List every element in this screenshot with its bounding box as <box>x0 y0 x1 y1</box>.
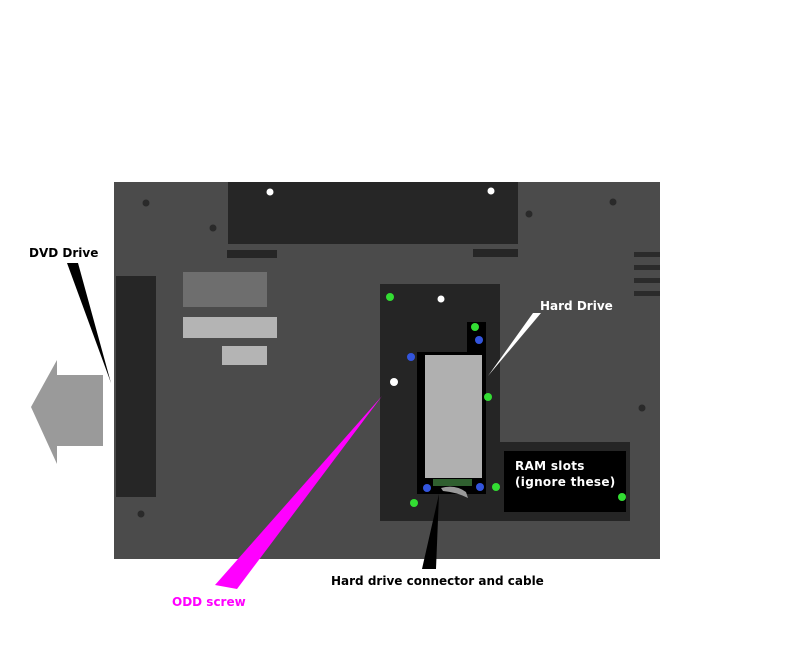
ram-slots-label: RAM slots (ignore these) <box>515 459 616 489</box>
dvd-drive-label: DVD Drive <box>29 246 99 260</box>
top-dark-panel <box>228 182 518 244</box>
hard-drive-label: Hard Drive <box>540 299 613 313</box>
screw-blue <box>476 483 484 491</box>
screw-green <box>484 393 492 401</box>
odd-screw-label: ODD screw <box>172 595 246 609</box>
screw-top-white-right <box>487 187 495 195</box>
panel-foot-left <box>227 250 277 258</box>
dvd-eject-arrow <box>31 360 103 464</box>
hard-drive-pointer <box>488 313 541 376</box>
dvd-drive-bay <box>116 276 156 497</box>
chassis-screw <box>137 510 145 518</box>
screw-green <box>386 293 394 301</box>
hd-connector-label: Hard drive connector and cable <box>331 574 544 588</box>
gray-pad-small <box>222 346 267 365</box>
dvd-drive-pointer <box>67 263 111 383</box>
odd-screw-pointer <box>215 396 382 589</box>
screw-blue <box>423 484 431 492</box>
chassis-screw <box>525 210 533 218</box>
chassis-screw <box>609 198 617 206</box>
screw-green <box>410 499 418 507</box>
chassis-screw <box>142 199 150 207</box>
gray-pad-large <box>183 272 267 307</box>
hd-connector-pointer <box>422 494 439 569</box>
screw-green <box>492 483 500 491</box>
screw-green <box>618 493 626 501</box>
chassis-screw <box>638 404 646 412</box>
screw-blue <box>475 336 483 344</box>
screw-white <box>437 295 445 303</box>
screw-blue <box>407 353 415 361</box>
odd-screw <box>390 378 398 386</box>
hd-connector <box>433 479 472 486</box>
screw-green <box>471 323 479 331</box>
screw-top-white-left <box>266 188 274 196</box>
vent-slot <box>634 278 660 283</box>
hard-drive <box>425 355 482 478</box>
panel-foot-right <box>473 249 518 257</box>
gray-pad-light <box>183 317 277 338</box>
vent-slot <box>634 252 660 257</box>
hd-cable <box>441 486 468 498</box>
ram-slots-box <box>504 451 626 512</box>
vent-slot <box>634 265 660 270</box>
chassis-screw <box>209 224 217 232</box>
vent-slot <box>634 291 660 296</box>
